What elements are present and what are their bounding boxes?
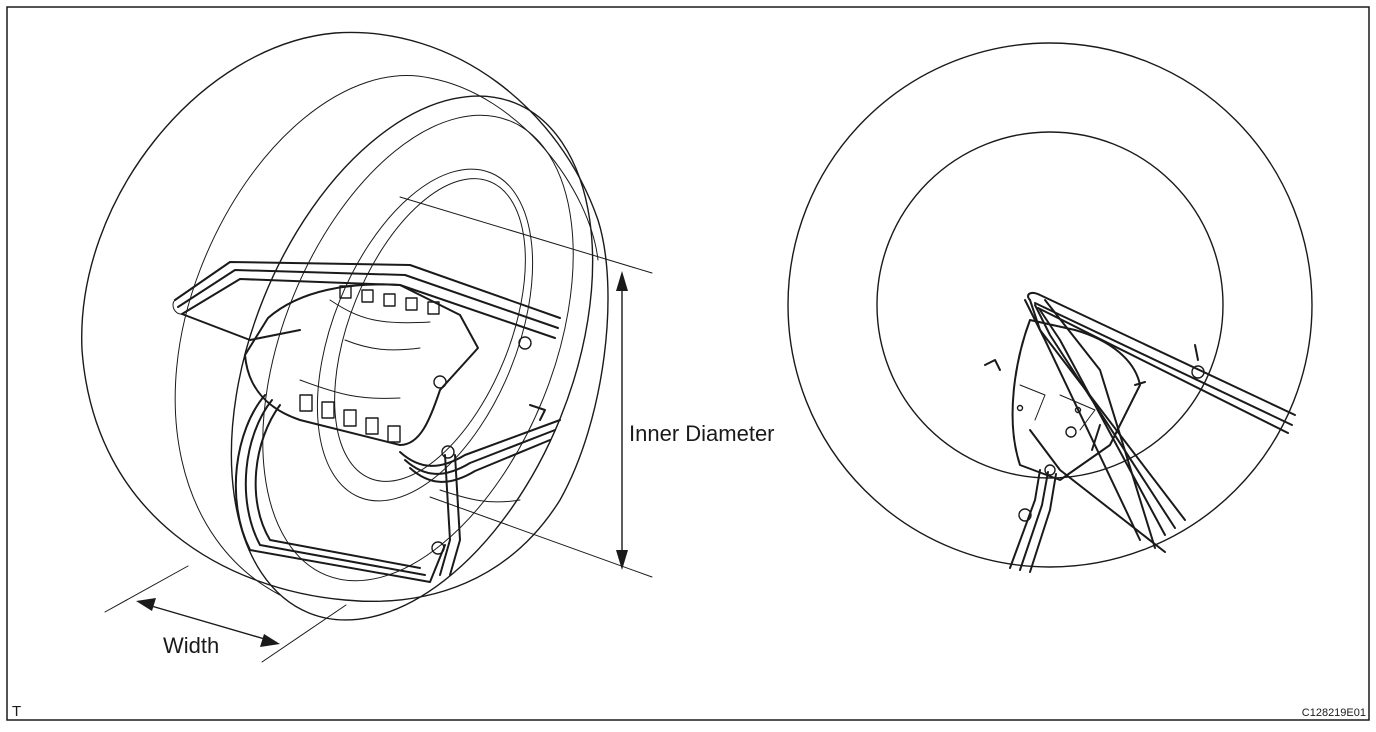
inner-diameter-label: Inner Diameter <box>629 421 775 446</box>
inner-diameter-dimension: Inner Diameter <box>399 196 775 578</box>
fastener-knot-3 <box>431 541 445 555</box>
airbag-hole-2 <box>1044 464 1056 476</box>
frame-border <box>6 6 1370 721</box>
tire-sidewall-edge <box>174 75 599 596</box>
tire-bead-inner-2 <box>334 178 526 482</box>
tire-inner-circle <box>876 131 1224 479</box>
width-arrow-shaft <box>147 604 269 641</box>
left-tire-assembly <box>81 31 609 621</box>
fastener-knot-4 <box>441 445 455 459</box>
width-label: Width <box>163 633 219 658</box>
fastener-knot-1 <box>518 336 532 350</box>
airbag-hole-3 <box>1016 404 1024 412</box>
width-dimension: Width <box>104 565 347 663</box>
upper-wire-bundle <box>172 261 561 341</box>
width-ext-line-left <box>104 565 189 613</box>
rim-band <box>439 489 521 503</box>
front-fastener-knot-2 <box>1018 508 1032 522</box>
side-hook-lower <box>1091 424 1101 451</box>
tire-bead-inner <box>316 168 534 502</box>
inner-diameter-arrowhead-top <box>616 271 628 291</box>
width-ext-line-right <box>261 604 347 663</box>
airbag-hole-1 <box>1065 426 1077 438</box>
fastener-knot-2 <box>433 375 447 389</box>
corner-mark: T <box>12 703 21 720</box>
tire-inner-sidewall <box>230 95 594 621</box>
inner-diameter-ext-line-top <box>399 196 653 274</box>
tire-outer-circle <box>787 42 1313 568</box>
inner-diameter-arrowhead-bottom <box>616 550 628 570</box>
airbag-mounting-studs <box>299 285 440 443</box>
tire-bead-outer <box>262 114 574 582</box>
width-arrowhead-left <box>136 598 156 611</box>
front-fastener-knot-1 <box>1191 365 1205 379</box>
right-tire-front-view <box>787 42 1313 573</box>
side-hook-right <box>1134 381 1146 386</box>
tire-outer-silhouette <box>81 31 609 603</box>
airbag-module <box>244 283 479 446</box>
width-arrowhead-right <box>260 634 280 647</box>
figure-code: C128219E01 <box>1302 707 1366 719</box>
lower-wire-bundle <box>234 394 561 583</box>
airbag-bracket <box>1019 384 1046 421</box>
front-hook <box>1194 344 1199 361</box>
inner-diameter-ext-line-bottom <box>429 496 653 578</box>
front-view-wire-bundle <box>1009 291 1296 573</box>
side-hook-left <box>984 359 1001 371</box>
fastener-hook <box>529 404 546 421</box>
